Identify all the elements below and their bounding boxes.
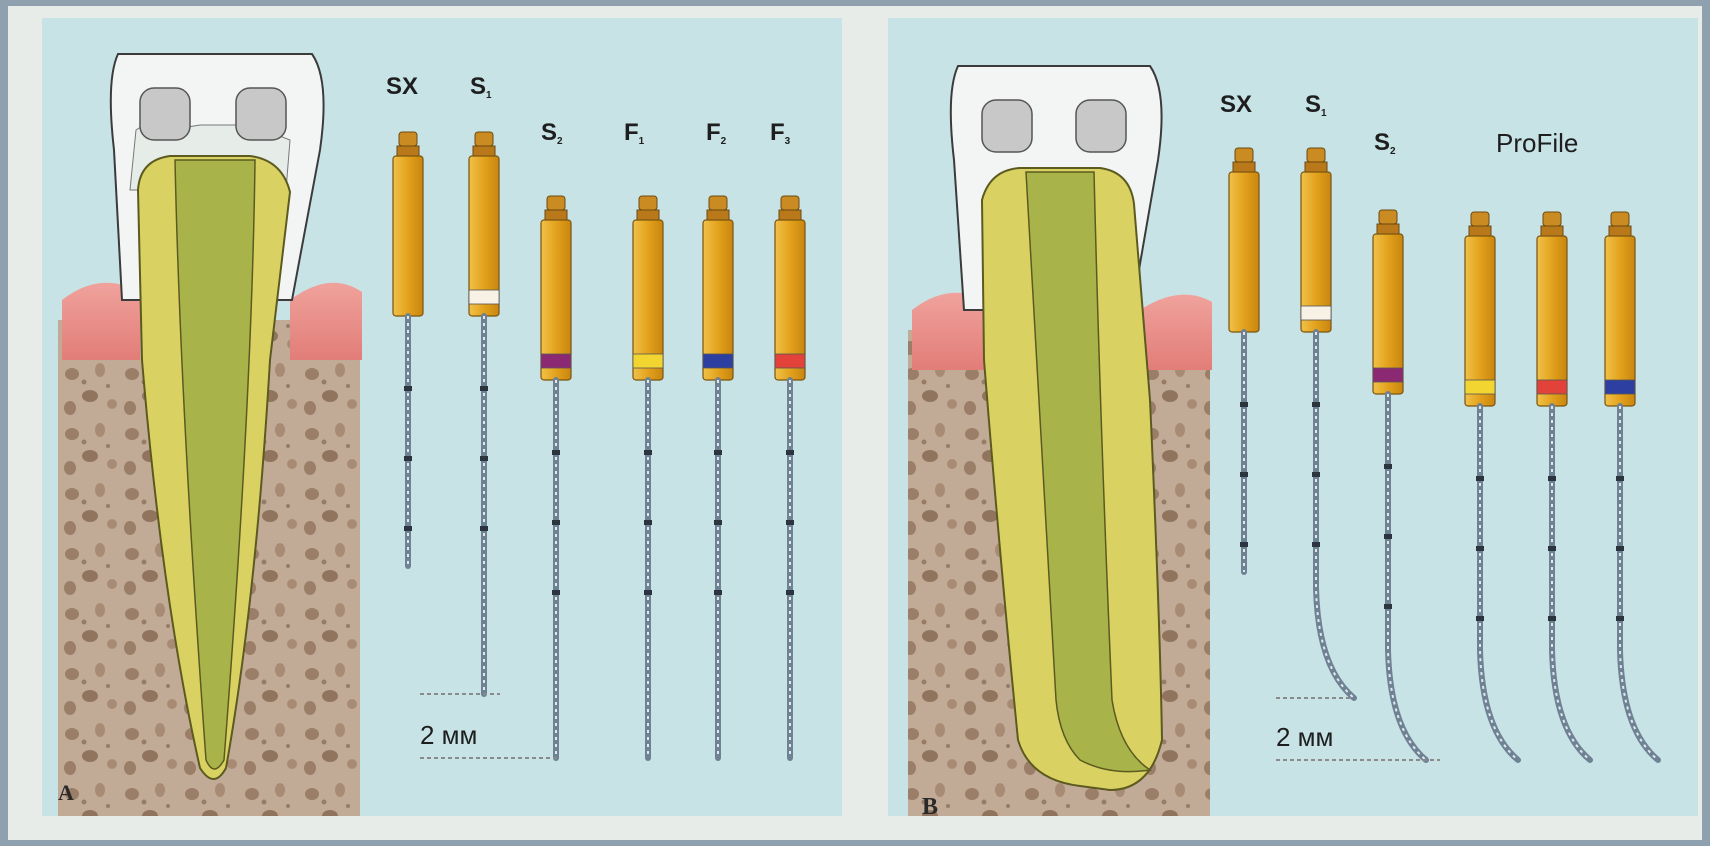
canal-orifice-left: [982, 100, 1032, 152]
file-depth-mark: [1312, 472, 1320, 477]
file-color-band: [1301, 306, 1331, 320]
file-depth-mark: [1384, 604, 1392, 609]
file-depth-mark: [480, 386, 488, 391]
file-depth-mark: [1616, 616, 1624, 621]
file-collar: [637, 210, 659, 220]
file-cap: [639, 196, 657, 210]
file-color-band: [469, 290, 499, 304]
file-collar: [1609, 226, 1631, 236]
file-depth-mark: [1548, 616, 1556, 621]
file-depth-mark: [404, 456, 412, 461]
file-color-band: [1465, 380, 1495, 394]
file-depth-mark: [1476, 546, 1484, 551]
file-depth-mark: [1312, 542, 1320, 547]
file-collar: [779, 210, 801, 220]
file-depth-mark: [786, 520, 794, 525]
file-depth-mark: [404, 526, 412, 531]
file-cap: [475, 132, 493, 146]
file-depth-mark: [1476, 616, 1484, 621]
file-depth-mark: [1616, 546, 1624, 551]
canal-orifice-right: [236, 88, 286, 140]
file-cap: [1379, 210, 1397, 224]
file-depth-mark: [714, 590, 722, 595]
scale-label-a: 2 мм: [420, 720, 477, 750]
file-depth-mark: [786, 450, 794, 455]
panel-b-letter: B: [922, 794, 938, 820]
file-cap: [781, 196, 799, 210]
file-collar: [1305, 162, 1327, 172]
panel-b: B SX S1 S2 ProFile 2 мм: [888, 18, 1698, 820]
file-collar: [1233, 162, 1255, 172]
file-handle: [1229, 172, 1259, 332]
file-depth-mark: [1384, 464, 1392, 469]
file-depth-mark: [480, 456, 488, 461]
file-label-sx: SX: [386, 73, 418, 100]
file-depth-mark: [644, 590, 652, 595]
file-cap: [1307, 148, 1325, 162]
file-depth-mark: [480, 526, 488, 531]
file-color-band: [1537, 380, 1567, 394]
file-color-band: [775, 354, 805, 368]
file-depth-mark: [1240, 542, 1248, 547]
file-collar: [1541, 226, 1563, 236]
file-cap: [547, 196, 565, 210]
file-cap: [399, 132, 417, 146]
file-cap: [709, 196, 727, 210]
file-color-band: [1373, 368, 1403, 382]
file-depth-mark: [552, 450, 560, 455]
file-depth-mark: [1240, 472, 1248, 477]
file-depth-mark: [786, 590, 794, 595]
file-label-sx: SX: [1220, 91, 1252, 118]
file-collar: [397, 146, 419, 156]
profile-group-label: ProFile: [1496, 128, 1578, 158]
canal-orifice-right: [1076, 100, 1126, 152]
scale-label-b: 2 мм: [1276, 722, 1333, 752]
file-handle: [393, 156, 423, 316]
file-color-band: [703, 354, 733, 368]
file-depth-mark: [644, 520, 652, 525]
file-depth-mark: [714, 520, 722, 525]
file-depth-mark: [1616, 476, 1624, 481]
gum-right: [290, 283, 362, 360]
gum-right: [1140, 295, 1212, 370]
file-depth-mark: [1476, 476, 1484, 481]
file-depth-mark: [1312, 402, 1320, 407]
file-cap: [1611, 212, 1629, 226]
file-depth-mark: [1240, 402, 1248, 407]
file-depth-mark: [1548, 476, 1556, 481]
file-depth-mark: [552, 590, 560, 595]
file-depth-mark: [1548, 546, 1556, 551]
file-depth-mark: [714, 450, 722, 455]
file-collar: [707, 210, 729, 220]
file-color-band: [1605, 380, 1635, 394]
canal-orifice-left: [140, 88, 190, 140]
file-cap: [1543, 212, 1561, 226]
file-collar: [473, 146, 495, 156]
file-color-band: [633, 354, 663, 368]
file-depth-mark: [404, 386, 412, 391]
file-color-band: [541, 354, 571, 368]
panel-a: A SX S1 S2 F1 F2 F3 2 мм: [42, 18, 842, 816]
file-depth-mark: [1384, 534, 1392, 539]
file-cap: [1235, 148, 1253, 162]
file-depth-mark: [644, 450, 652, 455]
file-cap: [1471, 212, 1489, 226]
panel-a-letter: A: [58, 780, 74, 805]
file-collar: [545, 210, 567, 220]
file-depth-mark: [552, 520, 560, 525]
file-collar: [1377, 224, 1399, 234]
file-collar: [1469, 226, 1491, 236]
